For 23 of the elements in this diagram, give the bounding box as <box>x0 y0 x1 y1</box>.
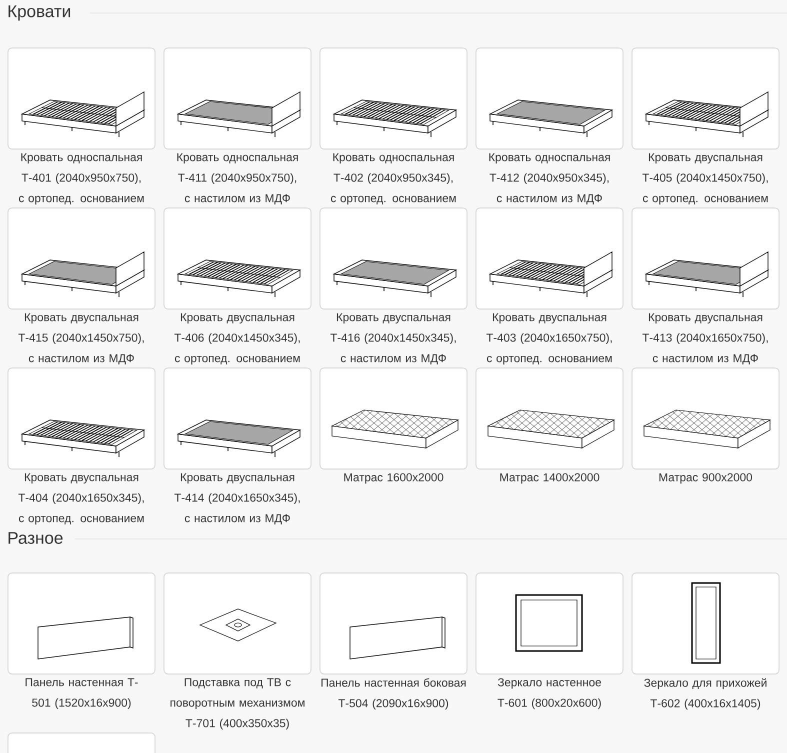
product-caption: Матрас 900x2000 <box>659 473 752 484</box>
product-caption: Зеркало для прихожей Т-602 (400x16x1405) <box>644 678 766 710</box>
product-caption: Подставка под ТВ с поворотным механизмом Т-701 (400x350x35) <box>170 678 304 730</box>
product-caption: Кровать односпальная Т-402 (2040x950x345), с ортопед. основанием <box>330 153 456 204</box>
product-caption: Кровать двуспальная Т-406 (2040x1450x345), с ортопед. основанием <box>174 313 300 364</box>
product-caption: Кровать односпальная Т-401 (2040x950x750), с ортопед. основанием <box>18 153 144 204</box>
product-caption: Матрас 1400x2000 <box>500 473 600 484</box>
product-caption: Панель настенная боковая Т-504 (2090x16x900) <box>321 678 466 710</box>
product-caption: Панель настенная Т-501 (1520x16x900) <box>26 678 138 709</box>
section-heading: Кровати <box>8 5 70 21</box>
product-caption: Кровать односпальная Т-411 (2040x950x750), с настилом из МДФ <box>177 153 298 204</box>
product-caption: Кровать двуспальная Т-414 (2040x1650x345), с настилом из МДФ <box>174 473 300 524</box>
product-caption: Кровать двуспальная Т-404 (2040x1650x345), с ортопед. основанием <box>18 473 144 524</box>
product-caption: Зеркало настенное Т-601 (800x20x600) <box>498 678 601 710</box>
product-caption: Кровать односпальная Т-412 (2040x950x345), с настилом из МДФ <box>489 153 610 204</box>
product-caption: Кровать двуспальная Т-413 (2040x1650x750), с настилом из МДФ <box>642 313 768 364</box>
product-caption: Кровать двуспальная Т-416 (2040x1450x345), с настилом из МДФ <box>330 313 456 364</box>
product-caption: Кровать двуспальная Т-405 (2040x1450x750), с ортопед. основанием <box>642 153 768 204</box>
product-caption: Матрас 1600x2000 <box>344 473 444 484</box>
product-caption: Кровать двуспальная Т-415 (2040x1450x750), с настилом из МДФ <box>18 313 144 364</box>
product-card <box>8 732 156 753</box>
product-caption: Кровать двуспальная Т-403 (2040x1650x750), с ортопед. основанием <box>486 313 612 364</box>
section-heading: Разное <box>8 532 63 544</box>
